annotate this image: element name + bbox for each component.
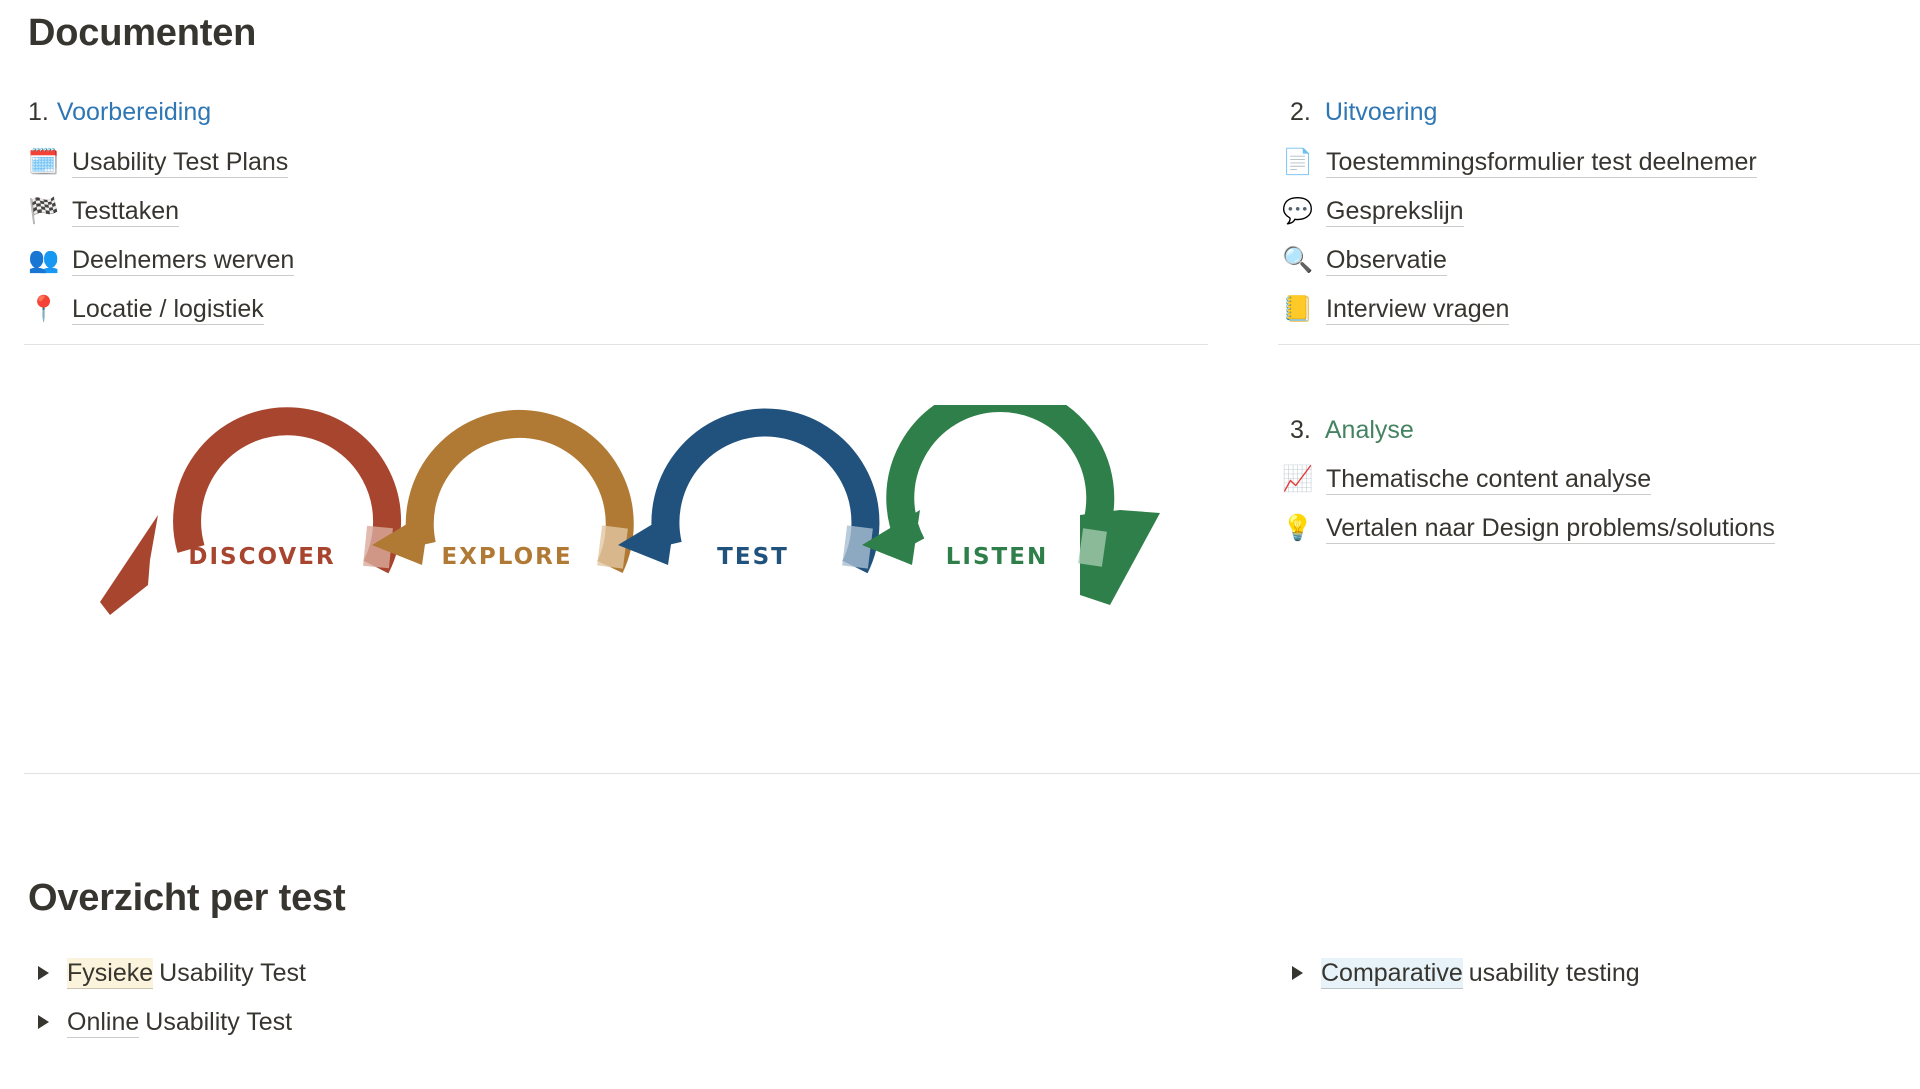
doc-link-label[interactable]: Gesprekslijn xyxy=(1326,196,1464,227)
checkered-flag-icon: 🏁 xyxy=(28,197,60,225)
lightbulb-icon: 💡 xyxy=(1282,514,1314,542)
doc-link-label[interactable]: Deelnemers werven xyxy=(72,245,295,276)
doc-link-interview-vragen[interactable]: 📒 Interview vragen xyxy=(1282,291,1510,327)
listen-cycle: LISTEN xyxy=(862,405,1160,605)
doc-link-thematische-content-analyse[interactable]: 📈 Thematische content analyse xyxy=(1282,461,1652,497)
toggle-highlight[interactable]: Fysieke xyxy=(67,957,154,989)
toggle-label: Usability Test xyxy=(145,1008,293,1036)
process-cycle-image: DISCOVER EXPLORE TEST LISTEN xyxy=(100,405,1160,615)
doc-link-locatie-logistiek[interactable]: 📍 Locatie / logistiek xyxy=(28,291,264,327)
doc-link-observatie[interactable]: 🔍 Observatie xyxy=(1282,242,1447,278)
notepad-icon: 📒 xyxy=(1282,295,1314,323)
toggle-label: Usability Test xyxy=(159,959,306,987)
doc-link-label[interactable]: Usability Test Plans xyxy=(72,147,289,178)
doc-link-label[interactable]: Toestemmingsformulier test deelnemer xyxy=(1326,147,1757,178)
calendar-icon: 🗓️ xyxy=(28,148,60,176)
section-title-voorbereiding[interactable]: Voorbereiding xyxy=(56,98,212,126)
chart-icon: 📈 xyxy=(1282,465,1314,493)
doc-link-label[interactable]: Interview vragen xyxy=(1326,294,1510,325)
toggle-triangle-icon[interactable] xyxy=(1292,966,1303,980)
divider xyxy=(24,344,1208,345)
section-number: 2. xyxy=(1290,98,1311,126)
doc-link-testtaken[interactable]: 🏁 Testtaken xyxy=(28,193,180,229)
section-number: 3. xyxy=(1290,416,1311,444)
doc-link-label[interactable]: Locatie / logistiek xyxy=(72,294,264,325)
discover-cycle: DISCOVER xyxy=(100,407,402,615)
document-icon: 📄 xyxy=(1282,148,1314,176)
section-title-uitvoering[interactable]: Uitvoering xyxy=(1324,98,1438,126)
section-voorbereiding-heading: 1.Voorbereiding xyxy=(28,95,211,129)
toggle-triangle-icon[interactable] xyxy=(38,1015,49,1029)
section-title-analyse[interactable]: Analyse xyxy=(1324,416,1414,444)
stage-label-discover: DISCOVER xyxy=(188,544,335,570)
doc-link-gesprekslijn[interactable]: 💬 Gesprekslijn xyxy=(1282,193,1464,229)
doc-link-usability-test-plans[interactable]: 🗓️ Usability Test Plans xyxy=(28,144,289,180)
doc-link-label[interactable]: Thematische content analyse xyxy=(1326,464,1652,495)
section-number: 1. xyxy=(28,98,49,126)
pin-icon: 📍 xyxy=(28,295,60,323)
toggle-highlight[interactable]: Comparative xyxy=(1321,957,1463,989)
doc-link-deelnemers-werven[interactable]: 👥 Deelnemers werven xyxy=(28,242,295,278)
doc-link-label[interactable]: Testtaken xyxy=(72,196,180,227)
divider xyxy=(1278,344,1920,345)
doc-link-label[interactable]: Observatie xyxy=(1326,245,1447,276)
test-cycle: TEST xyxy=(618,408,880,574)
divider xyxy=(24,773,1920,774)
section-analyse-heading: 3. Analyse xyxy=(1290,413,1414,447)
doc-link-vertalen-naar-design[interactable]: 💡 Vertalen naar Design problems/solution… xyxy=(1282,510,1775,546)
doc-link-toestemmingsformulier[interactable]: 📄 Toestemmingsformulier test deelnemer xyxy=(1282,144,1757,180)
toggle-triangle-icon[interactable] xyxy=(38,966,49,980)
magnifier-icon: 🔍 xyxy=(1282,246,1314,274)
toggle-highlight[interactable]: Online xyxy=(67,1007,140,1038)
documenten-heading: Documenten xyxy=(28,12,257,54)
section-uitvoering-heading: 2. Uitvoering xyxy=(1290,95,1437,129)
speech-bubble-icon: 💬 xyxy=(1282,197,1314,225)
people-icon: 👥 xyxy=(28,246,60,274)
overzicht-heading: Overzicht per test xyxy=(28,877,346,919)
stage-label-explore: EXPLORE xyxy=(441,544,572,570)
toggle-label: usability testing xyxy=(1468,959,1640,987)
explore-cycle: EXPLORE xyxy=(372,409,634,574)
doc-link-label[interactable]: Vertalen naar Design problems/solutions xyxy=(1326,513,1775,544)
stage-label-listen: LISTEN xyxy=(946,544,1048,570)
stage-label-test: TEST xyxy=(717,544,789,570)
